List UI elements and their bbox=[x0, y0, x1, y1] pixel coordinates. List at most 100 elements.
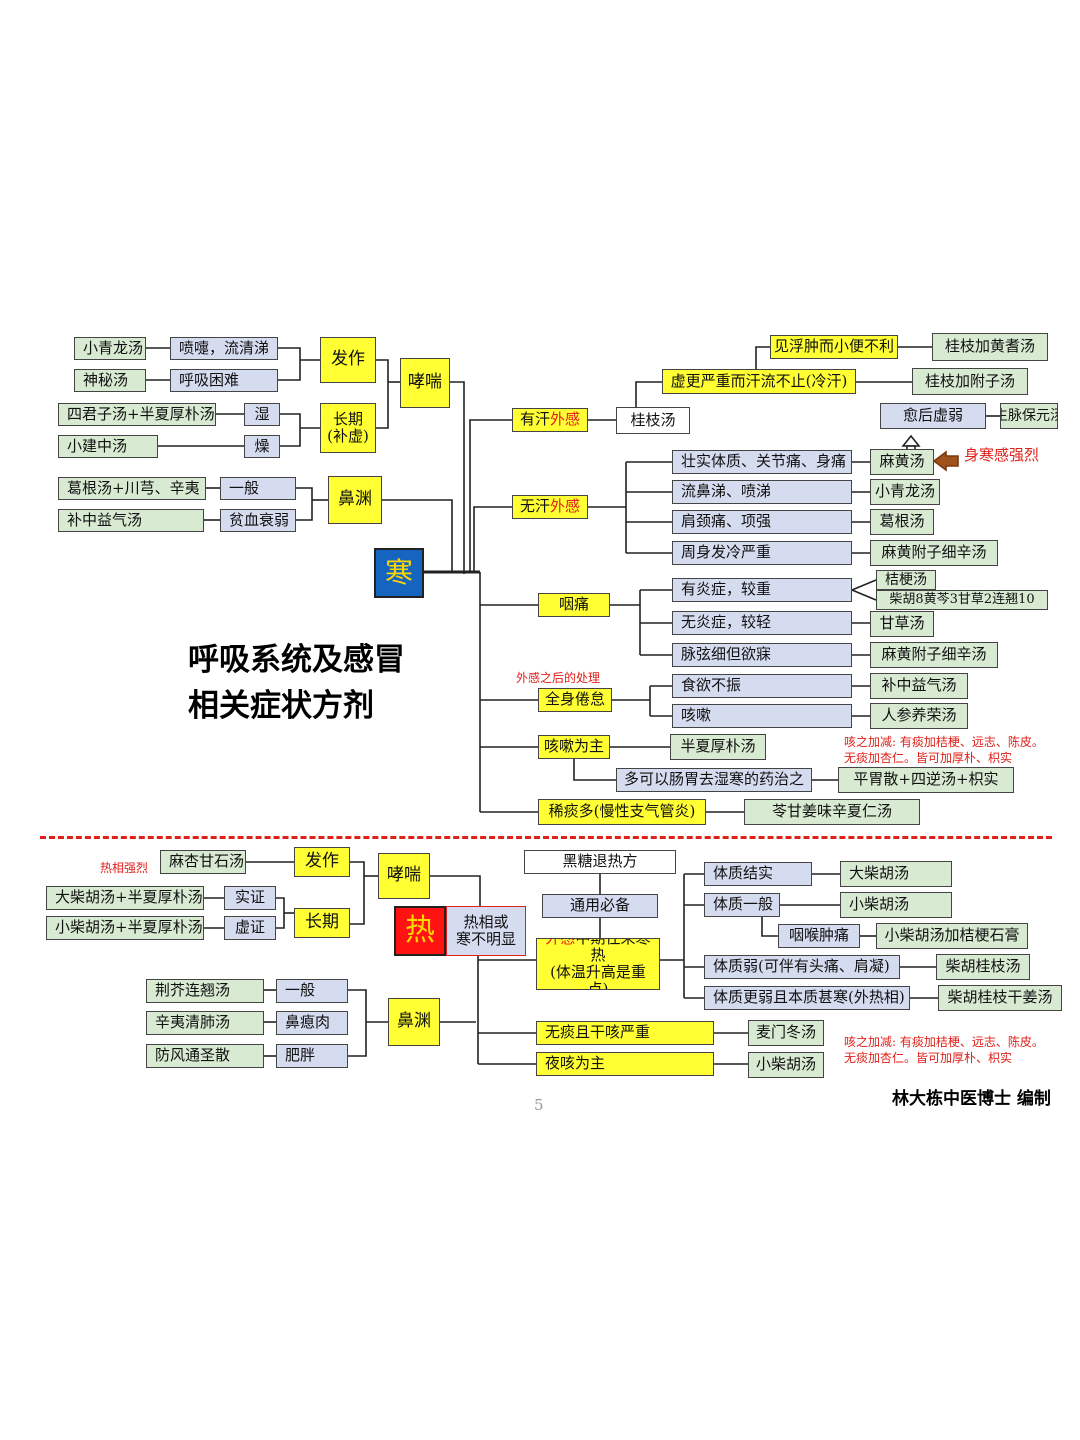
symptom-dry: 燥 bbox=[244, 435, 280, 458]
symptom-nasal-polyp: 鼻瘜肉 bbox=[276, 1011, 348, 1035]
symptom-stomach-dampcold: 多可以肠胃去湿寒的药治之 bbox=[616, 768, 812, 792]
formula-gancao: 甘草汤 bbox=[870, 611, 934, 637]
exterior-label: 外感 bbox=[545, 939, 575, 947]
symptom-weak: 体质弱(可伴有头痛、肩凝) bbox=[704, 955, 900, 979]
formula-chaihu-guizhi: 柴胡桂枝汤 bbox=[936, 954, 1030, 980]
sweat-label: 有汗 bbox=[519, 410, 550, 429]
formula-dachaihu-banxia: 大柴胡汤+半夏厚朴汤 bbox=[46, 886, 204, 910]
formula-xiaojianzhong: 小建中汤 bbox=[58, 435, 158, 458]
node-sore-throat: 咽痛 bbox=[538, 593, 610, 617]
symptom-chill: 周身发冷严重 bbox=[672, 541, 852, 565]
note-cough-modification-1: 咳之加减: 有痰加桔梗、远志、陈皮。 bbox=[844, 735, 1044, 749]
symptom-general-2: 一般 bbox=[276, 979, 348, 1003]
node-fatigue: 全身倦怠 bbox=[538, 688, 612, 712]
formula-mahuang-fuzi-xixin: 麻黄附子细辛汤 bbox=[870, 540, 998, 566]
formula-mahuang-fuzi-xixin-2: 麻黄附子细辛汤 bbox=[870, 642, 998, 668]
node-hot-acute: 发作 bbox=[294, 847, 350, 877]
formula-xinyi-qingfei: 辛夷清肺汤 bbox=[146, 1011, 264, 1035]
formula-gegen-chuanxiong: 葛根汤+川芎、辛夷 bbox=[58, 477, 206, 500]
symptom-wiry-pulse: 脉弦细但欲寐 bbox=[672, 643, 852, 667]
symptom-neck-stiff: 肩颈痛、项强 bbox=[672, 510, 852, 534]
node-brown-sugar: 黑糖退热方 bbox=[524, 850, 676, 874]
symptom-robust-pain: 壮实体质、关节痛、身痛 bbox=[672, 450, 852, 474]
node-chronic-tonify: 长期 (补虚) bbox=[320, 403, 376, 453]
node-night-cough: 夜咳为主 bbox=[536, 1052, 714, 1076]
formula-guizhi-huangqi: 桂枝加黄耆汤 bbox=[932, 333, 1048, 361]
cold-center-node: 寒 bbox=[374, 548, 424, 598]
node-midterm-exterior: 外感中期往来寒热 (体温升高是重点) bbox=[536, 938, 660, 990]
symptom-poor-appetite: 食欲不振 bbox=[672, 674, 852, 698]
symptom-deficiency: 虚证 bbox=[224, 916, 276, 940]
midterm-text: 外感中期往来寒热 (体温升高是重点) bbox=[540, 939, 656, 990]
symptom-very-weak: 体质更弱且本质甚寒(外热相) bbox=[704, 986, 910, 1010]
formula-banxia-houpu: 半夏厚朴汤 bbox=[670, 734, 766, 760]
formula-jiegeng: 桔梗汤 bbox=[876, 570, 936, 590]
formula-xiaochaihu-jiegeng-shigao: 小柴胡汤加桔梗石膏 bbox=[876, 923, 1028, 949]
formula-jingjie-lianqiao: 荆芥连翘汤 bbox=[146, 979, 264, 1003]
formula-shengmai: 生脉保元汤 bbox=[1000, 403, 1058, 429]
formula-shenmi: 神秘汤 bbox=[74, 369, 146, 392]
symptom-edema: 见浮肿而小便不利 bbox=[770, 335, 898, 359]
page-number: 5 bbox=[534, 1096, 544, 1114]
node-sweat-exterior: 有汗外感 bbox=[512, 408, 588, 432]
node-post-recovery-weak: 愈后虚弱 bbox=[880, 403, 986, 429]
symptom-robust: 体质结实 bbox=[704, 862, 812, 886]
node-dry-cough: 无痰且干咳严重 bbox=[536, 1021, 714, 1045]
note-strong-cold: 身寒感强烈 bbox=[964, 446, 1040, 464]
node-universal: 通用必备 bbox=[542, 894, 658, 918]
title-line-2: 相关症状方剂 bbox=[188, 688, 374, 724]
symptom-damp: 湿 bbox=[244, 403, 280, 426]
formula-linggan-jiangwei: 苓甘姜味辛夏仁汤 bbox=[744, 799, 920, 825]
midterm-label: 中期往来寒热 (体温升高是重点) bbox=[550, 939, 650, 990]
formula-sijunzi: 四君子汤+半夏厚朴汤 bbox=[58, 403, 216, 426]
symptom-runny-nose: 流鼻涕、喷涕 bbox=[672, 480, 852, 504]
author-credit: 林大栋中医博士 编制 bbox=[892, 1089, 1051, 1109]
formula-mahuang: 麻黄汤 bbox=[870, 449, 934, 475]
node-hot-chronic: 长期 bbox=[294, 908, 350, 938]
formula-xiaochaihu: 小柴胡汤 bbox=[840, 892, 952, 918]
formula-gegen: 葛根汤 bbox=[870, 509, 934, 535]
note-cough-modification-2: 无痰加杏仁。皆可加厚朴、枳实 bbox=[844, 751, 1013, 765]
symptom-sore-throat: 咽喉肿痛 bbox=[778, 924, 860, 948]
symptom-general: 一般 bbox=[220, 477, 296, 500]
formula-dachaihu: 大柴胡汤 bbox=[840, 861, 952, 887]
formula-guizhi-fuzi: 桂枝加附子汤 bbox=[912, 368, 1028, 395]
formula-buzhongyiqi-2: 补中益气汤 bbox=[870, 673, 968, 699]
symptom-dyspnea: 呼吸困难 bbox=[170, 369, 278, 392]
node-hot-rhinitis: 鼻渊 bbox=[388, 998, 440, 1046]
symptom-excess: 实证 bbox=[224, 886, 276, 910]
symptom-cold-sweat: 虚更严重而汗流不止(冷汗) bbox=[662, 369, 856, 394]
node-cold-wheeze: 哮喘 bbox=[400, 358, 450, 408]
symptom-cough: 咳嗽 bbox=[672, 704, 852, 728]
node-nosweat-exterior: 无汗外感 bbox=[512, 495, 588, 519]
formula-fangfeng-tongsheng: 防风通圣散 bbox=[146, 1044, 264, 1068]
symptom-anemia: 贫血衰弱 bbox=[220, 509, 296, 532]
formula-chaihu-combo: 柴胡8黄芩3甘草2连翘10 bbox=[876, 590, 1048, 610]
formula-buzhongyiqi: 补中益气汤 bbox=[58, 509, 204, 532]
symptom-no-inflammation: 无炎症，较轻 bbox=[672, 611, 852, 635]
node-hot-wheeze: 哮喘 bbox=[378, 853, 430, 899]
formula-xiaochaihu-banxia: 小柴胡汤+半夏厚朴汤 bbox=[46, 916, 204, 940]
node-cough-main: 咳嗽为主 bbox=[538, 735, 610, 759]
note-post-exterior: 外感之后的处理 bbox=[516, 671, 601, 685]
formula-renshen-yangrong: 人参养荣汤 bbox=[870, 703, 968, 729]
formula-guizhi: 桂枝汤 bbox=[616, 407, 690, 434]
note-hot-cough-1: 咳之加减: 有痰加桔梗、远志、陈皮。 bbox=[844, 1035, 1044, 1049]
title-line-1: 呼吸系统及感冒 bbox=[188, 642, 405, 678]
formula-xiaoqinglong-2: 小青龙汤 bbox=[870, 479, 940, 505]
node-hot-or-unclear: 热相或 寒不明显 bbox=[446, 906, 526, 956]
symptom-sneeze: 喷嚏，流清涕 bbox=[170, 337, 278, 360]
formula-pingwei-sini: 平胃散+四逆汤+枳实 bbox=[838, 767, 1014, 793]
formula-xiaoqinglong: 小青龙汤 bbox=[74, 337, 146, 360]
symptom-average: 体质一般 bbox=[704, 893, 780, 917]
node-acute: 发作 bbox=[320, 337, 376, 383]
exterior-label: 外感 bbox=[550, 410, 581, 429]
formula-xiaochaihu-2: 小柴胡汤 bbox=[748, 1052, 824, 1078]
formula-chaihu-guizhi-ganjiang: 柴胡桂枝干姜汤 bbox=[938, 985, 1062, 1011]
section-divider bbox=[40, 836, 1052, 839]
formula-maimendong: 麦门冬汤 bbox=[748, 1020, 824, 1046]
nosweat-label: 无汗 bbox=[519, 497, 550, 516]
node-cold-rhinitis: 鼻渊 bbox=[328, 476, 382, 524]
